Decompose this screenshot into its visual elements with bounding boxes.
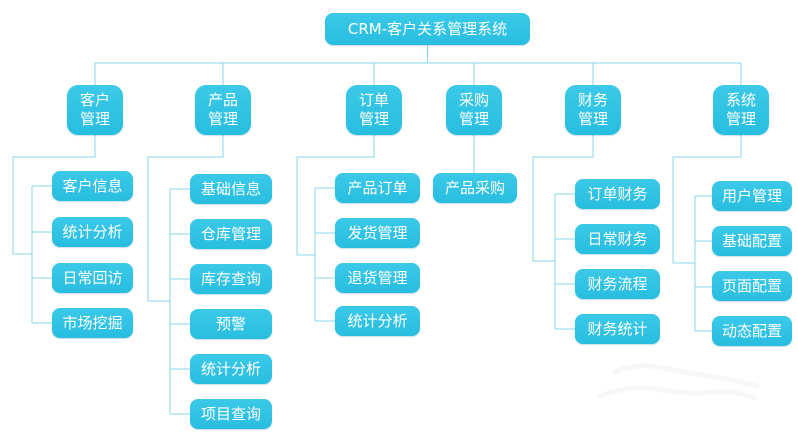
node-return-management[interactable]: 退货管理: [335, 263, 420, 293]
node-finance-process[interactable]: 财务流程: [575, 269, 660, 299]
wire-customer: [12, 135, 96, 324]
node-product-management[interactable]: 产品管理: [195, 85, 251, 135]
wire-order: [296, 135, 375, 322]
node-basic-info[interactable]: 基础信息: [190, 174, 272, 204]
node-purchase-management[interactable]: 采购管理: [446, 85, 502, 135]
wire-product: [147, 135, 224, 415]
node-daily-finance[interactable]: 日常财务: [575, 224, 660, 254]
node-shipping-management[interactable]: 发货管理: [335, 218, 420, 248]
node-product-stats[interactable]: 统计分析: [190, 354, 272, 384]
wire-finance: [532, 135, 594, 330]
node-finance-management[interactable]: 财务管理: [565, 85, 621, 135]
node-product-purchase[interactable]: 产品采购: [433, 173, 517, 203]
wire-system: [672, 135, 742, 332]
node-finance-stats[interactable]: 财务统计: [575, 314, 660, 344]
node-basic-config[interactable]: 基础配置: [712, 226, 792, 256]
node-order-stats[interactable]: 统计分析: [335, 306, 420, 336]
node-dynamic-config[interactable]: 动态配置: [712, 316, 792, 346]
node-market-mining[interactable]: 市场挖掘: [52, 308, 133, 338]
node-crm-root[interactable]: CRM-客户关系管理系统: [325, 13, 530, 45]
node-product-order[interactable]: 产品订单: [335, 173, 420, 203]
wire-root: [94, 45, 742, 85]
node-user-management[interactable]: 用户管理: [712, 181, 792, 211]
node-page-config[interactable]: 页面配置: [712, 271, 792, 301]
node-stats-analysis[interactable]: 统计分析: [52, 217, 133, 247]
node-order-management[interactable]: 订单管理: [346, 85, 402, 135]
node-inventory-query[interactable]: 库存查询: [190, 264, 272, 294]
watermark-smudge: [597, 363, 760, 401]
node-alert[interactable]: 预警: [190, 309, 272, 339]
node-warehouse-management[interactable]: 仓库管理: [190, 219, 272, 249]
node-customer-management[interactable]: 客户管理: [67, 85, 123, 135]
node-customer-info[interactable]: 客户信息: [52, 171, 133, 201]
node-daily-followup[interactable]: 日常回访: [52, 263, 133, 293]
node-system-management[interactable]: 系统管理: [713, 85, 769, 135]
node-project-query[interactable]: 项目查询: [190, 399, 272, 429]
node-order-finance[interactable]: 订单财务: [575, 179, 660, 209]
